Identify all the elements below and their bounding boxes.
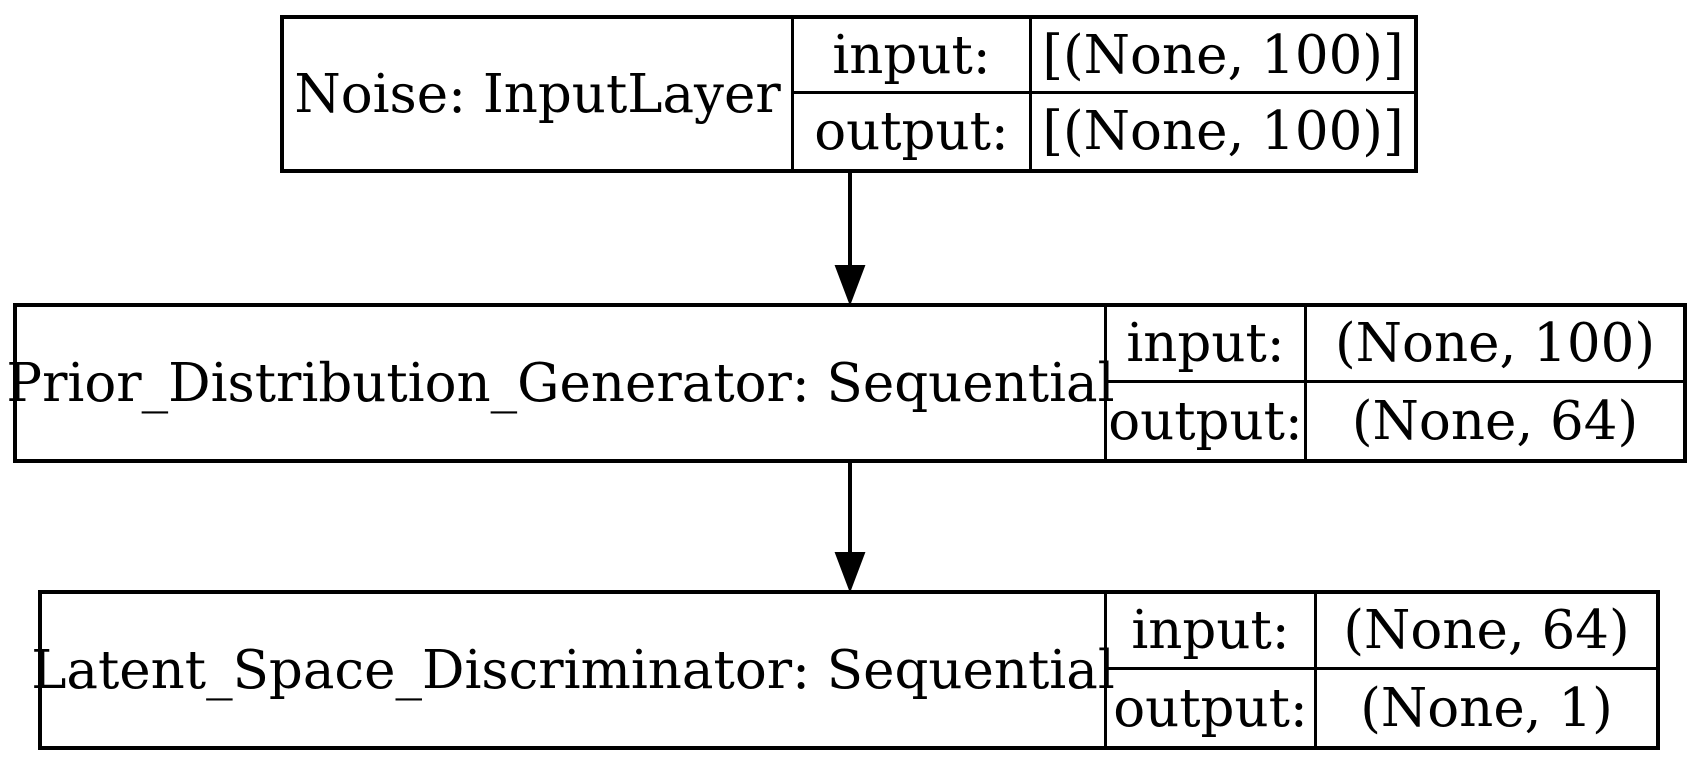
input-shape: (None, 100) [1307, 307, 1683, 383]
io-table: input: (None, 100) output: (None, 64) [1107, 307, 1683, 459]
input-label: input: [1107, 594, 1317, 670]
layer-node-prior-distribution-generator: Prior_Distribution_Generator: Sequential… [6, 303, 1687, 463]
input-shape: [(None, 100)] [1032, 19, 1414, 94]
arrowhead-icon [834, 265, 866, 306]
layer-node-noise: Noise: InputLayer input: [(None, 100)] o… [280, 15, 1418, 173]
input-label: input: [1107, 307, 1307, 383]
arrowhead-icon [834, 552, 866, 593]
layer-name: Noise: InputLayer [284, 19, 794, 169]
edge-noise-to-generator-arrow [834, 173, 866, 306]
input-shape: (None, 64) [1317, 594, 1656, 670]
output-label: output: [1107, 383, 1307, 459]
layer-name: Latent_Space_Discriminator: Sequential [31, 594, 1115, 746]
input-label: input: [794, 19, 1032, 94]
io-table: input: [(None, 100)] output: [(None, 100… [794, 19, 1414, 169]
io-table: input: (None, 64) output: (None, 1) [1107, 594, 1656, 746]
output-shape: (None, 1) [1360, 677, 1613, 739]
output-label: output: [794, 94, 1032, 169]
output-shape: (None, 64) [1351, 390, 1639, 452]
layer-node-latent-space-discriminator: Latent_Space_Discriminator: Sequential i… [31, 590, 1660, 750]
layer-name: Prior_Distribution_Generator: Sequential [6, 307, 1115, 459]
output-shape: [(None, 100)] [1042, 101, 1404, 162]
edge-generator-to-discriminator-arrow [834, 463, 866, 593]
output-label: output: [1107, 670, 1317, 746]
